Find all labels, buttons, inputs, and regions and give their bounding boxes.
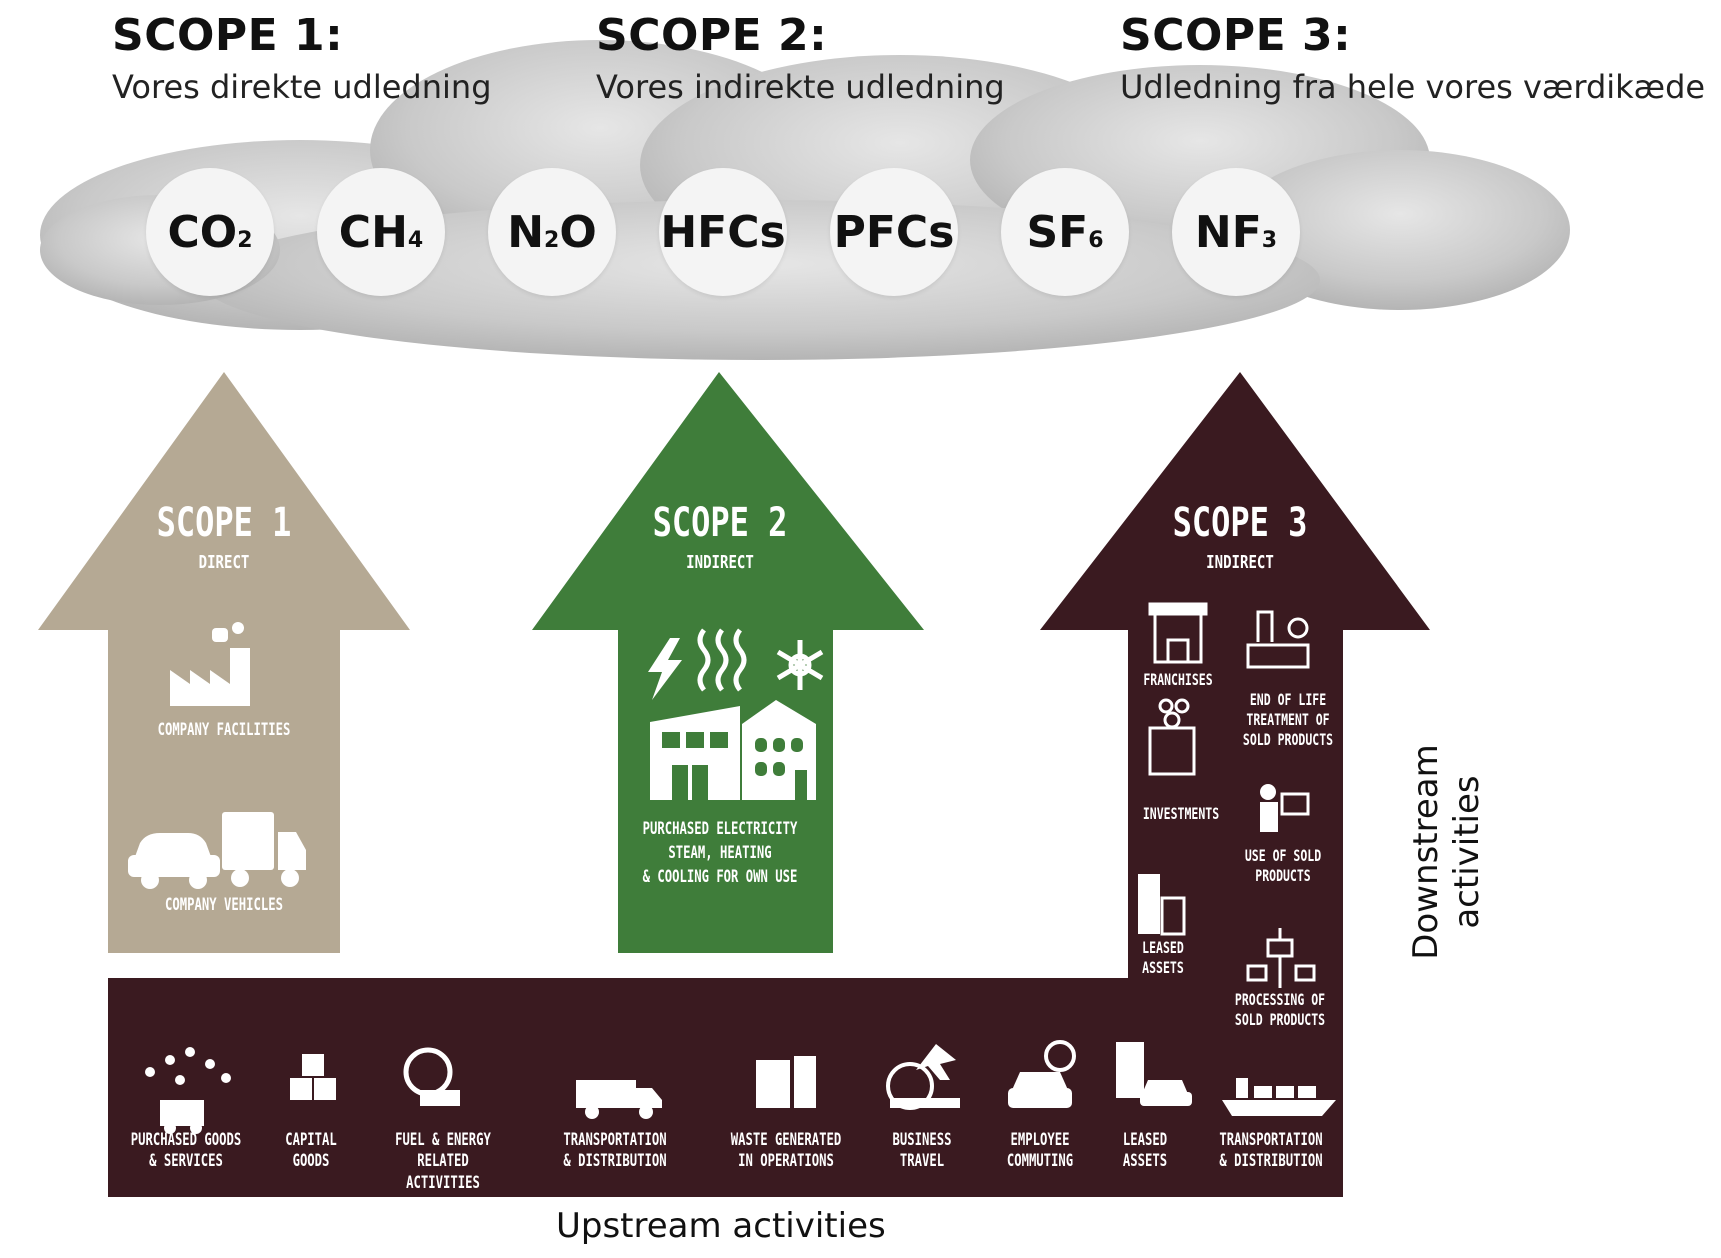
leased-assets-icon (1116, 1042, 1192, 1106)
heat-icon (697, 628, 747, 692)
scope1-arrow-title: SCOPE 1 (156, 500, 292, 546)
waste-icon (756, 1056, 816, 1108)
downstream-use-of-sold-products-label: USE OF SOLD PRODUCTS (1244, 846, 1322, 885)
end-of-life-icon (1246, 610, 1310, 669)
business-travel-icon (886, 1044, 960, 1110)
upstream-transportation-label: TRANSPORTATION & DISTRIBUTION (563, 1130, 667, 1172)
scope2-arrow-title: SCOPE 2 (652, 500, 788, 546)
downstream-end-of-life-label: END OF LIFE TREATMENT OF SOLD PRODUCTS (1242, 690, 1334, 749)
scope1-arrow (38, 372, 410, 953)
upstream-purchased-goods-label: PURCHASED GOODS & SERVICES (130, 1130, 242, 1172)
scope3-arrow-title: SCOPE 3 (1172, 500, 1308, 546)
car-icon (128, 833, 220, 889)
downstream-investments-label: INVESTMENTS (1142, 804, 1220, 823)
truck-icon (222, 812, 306, 887)
use-of-sold-products-icon (1260, 784, 1310, 832)
downstream-leased-assets-label: LEASED ASSETS (1142, 938, 1184, 977)
scope1-company-facilities-label: COMPANY FACILITIES (157, 720, 291, 740)
processing-icon (1246, 928, 1316, 988)
leased-assets-building-icon (1138, 874, 1186, 936)
scope3-header-title: SCOPE 3: (1120, 10, 1352, 61)
purchased-goods-icon (145, 1047, 231, 1134)
scope1-header-title: SCOPE 1: (112, 10, 344, 61)
scope2-header-title: SCOPE 2: (596, 10, 828, 61)
upstream-transportation-distribution-label: TRANSPORTATION & DISTRIBUTION (1219, 1130, 1323, 1172)
upstream-fuel-energy-label: FUEL & ENERGY RELATED ACTIVITIES (395, 1130, 491, 1193)
scope3-header-subtitle: Udledning fra hele vores værdikæde (1120, 68, 1706, 106)
buildings-icon (650, 700, 816, 800)
ship-icon (1222, 1078, 1336, 1116)
downstream-activities-label: Downstream activities (1406, 744, 1487, 960)
upstream-capital-goods-label: CAPITAL GOODS (285, 1130, 337, 1172)
upstream-activities-label: Upstream activities (556, 1206, 886, 1246)
factory-icon (170, 622, 250, 706)
scope2-purchased-electricity-label: PURCHASED ELECTRICITY STEAM, HEATING & C… (642, 819, 798, 887)
gas-hfcs: HFCs (659, 168, 787, 296)
scope3-arrow-subtitle: INDIRECT (1206, 552, 1274, 573)
upstream-waste-label: WASTE GENERATED IN OPERATIONS (730, 1130, 842, 1172)
scope3-arrow (108, 372, 1430, 1197)
upstream-business-travel-label: BUSINESS TRAVEL (892, 1130, 952, 1172)
employee-commuting-icon (1008, 1040, 1076, 1108)
gas-pfcs: PFCs (830, 168, 958, 296)
upstream-leased-assets-label: LEASED ASSETS (1122, 1130, 1168, 1172)
lightning-icon (648, 638, 682, 700)
downstream-processing-label: PROCESSING OF SOLD PRODUCTS (1234, 990, 1326, 1029)
investments-icon (1148, 698, 1196, 776)
capital-goods-icon (290, 1054, 336, 1100)
fuel-energy-icon (403, 1047, 460, 1106)
transportation-icon (576, 1080, 662, 1119)
downstream-franchises-label: FRANCHISES (1143, 670, 1213, 689)
scope2-header-subtitle: Vores indirekte udledning (596, 68, 1005, 106)
franchises-icon (1148, 602, 1208, 664)
scope1-company-vehicles-label: COMPANY VEHICLES (165, 895, 283, 915)
snowflake-icon (776, 640, 824, 690)
scope2-arrow-subtitle: INDIRECT (686, 552, 754, 573)
scope1-arrow-subtitle: DIRECT (198, 552, 250, 573)
scope1-header-subtitle: Vores direkte udledning (112, 68, 492, 106)
upstream-employee-commuting-label: EMPLOYEE COMMUTING (1006, 1130, 1074, 1172)
